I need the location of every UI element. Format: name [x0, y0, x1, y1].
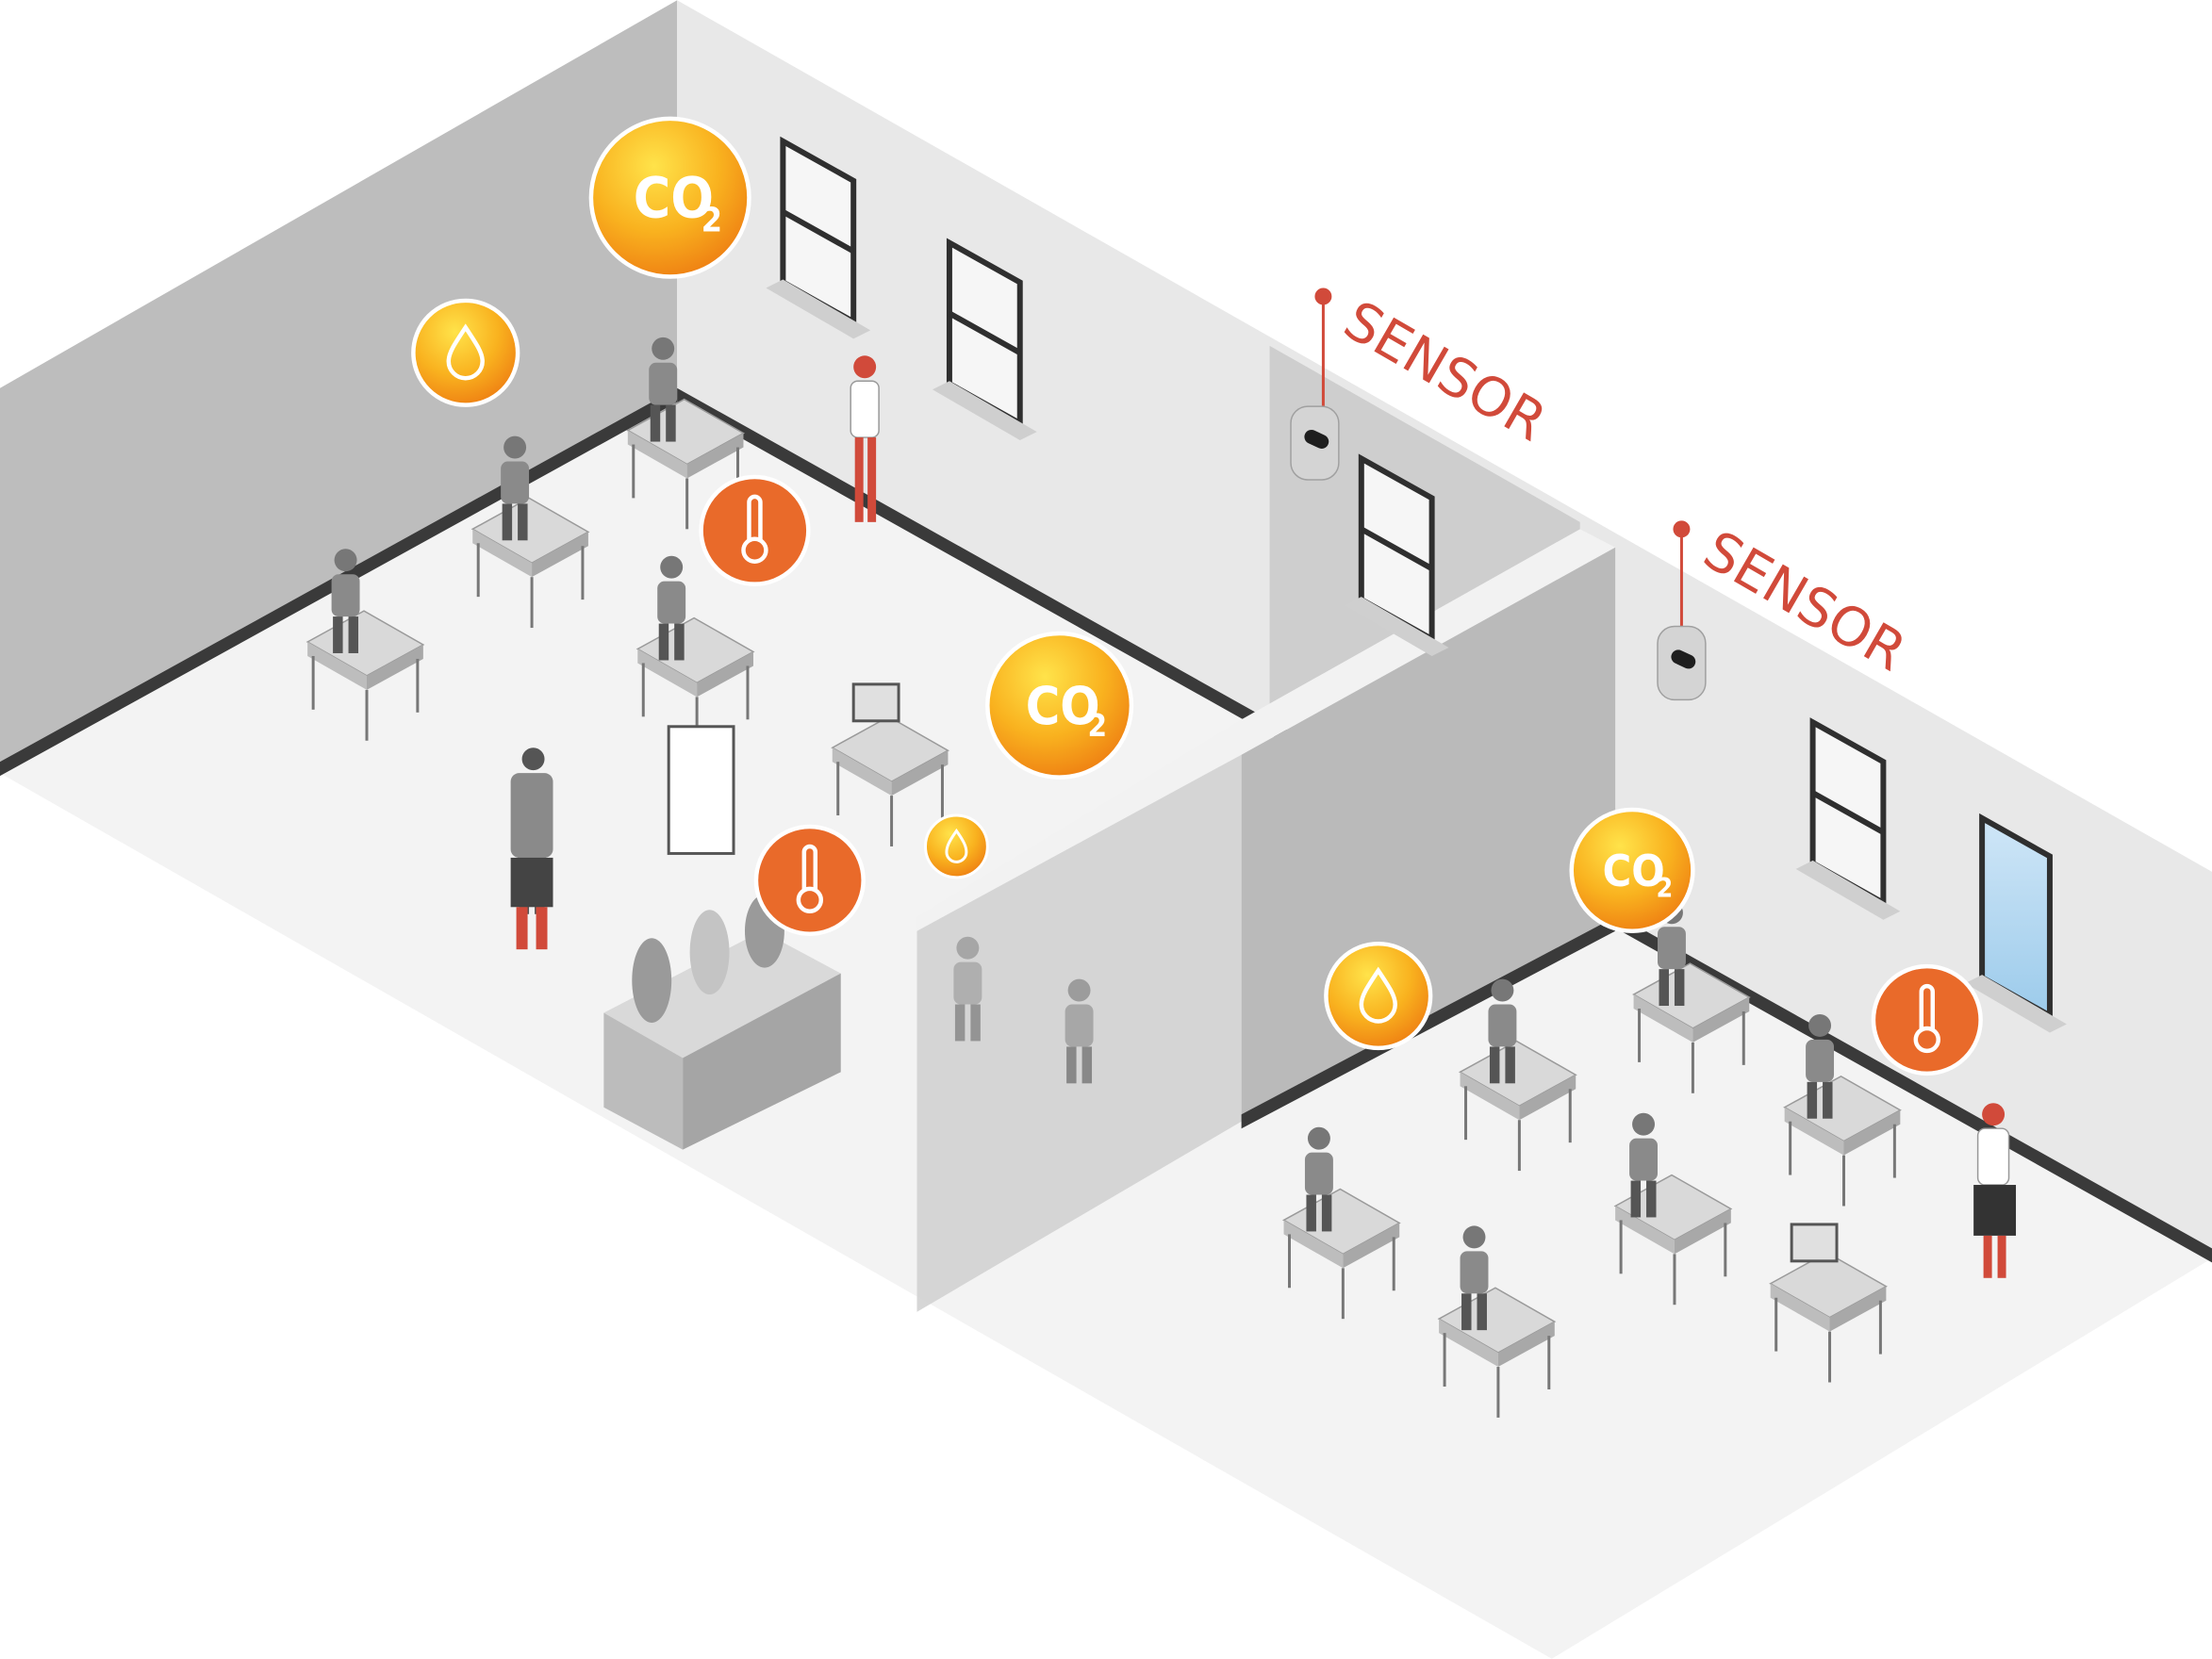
temperature-badge — [699, 474, 811, 586]
co2-badge: CO 2 — [1569, 807, 1695, 933]
water-drop-icon — [446, 323, 485, 381]
co2-badge: CO 2 — [985, 631, 1134, 780]
window-sky — [1965, 813, 2067, 1033]
sensor-pin-icon — [1673, 520, 1691, 538]
right-classroom-furniture — [1282, 901, 2017, 1420]
humidity-badge — [411, 298, 520, 407]
co2-badge: CO 2 — [588, 116, 751, 279]
thermometer-icon — [796, 844, 824, 914]
water-drop-icon — [1359, 966, 1397, 1024]
co2-subscript: 2 — [1088, 707, 1108, 744]
co2-label: CO — [1026, 677, 1100, 737]
temperature-badge — [1871, 963, 1983, 1076]
humidity-badge — [923, 813, 989, 879]
thermometer-icon — [1913, 983, 1940, 1054]
co2-subscript: 2 — [1657, 873, 1674, 904]
water-drop-icon — [945, 828, 968, 863]
humidity-badge — [1324, 941, 1433, 1051]
temperature-badge — [753, 824, 866, 936]
sensor-device-icon — [1657, 625, 1707, 701]
co2-label: CO — [1603, 846, 1665, 896]
sensor-device-icon — [1290, 405, 1340, 481]
left-wall — [0, 0, 678, 763]
co2-subscript: 2 — [702, 202, 722, 240]
partition-baseboard — [1241, 916, 1616, 1129]
sensor-pin-icon — [1314, 287, 1332, 305]
co2-label: CO — [634, 166, 714, 232]
partition-top — [916, 529, 1616, 931]
thermometer-icon — [741, 494, 768, 564]
